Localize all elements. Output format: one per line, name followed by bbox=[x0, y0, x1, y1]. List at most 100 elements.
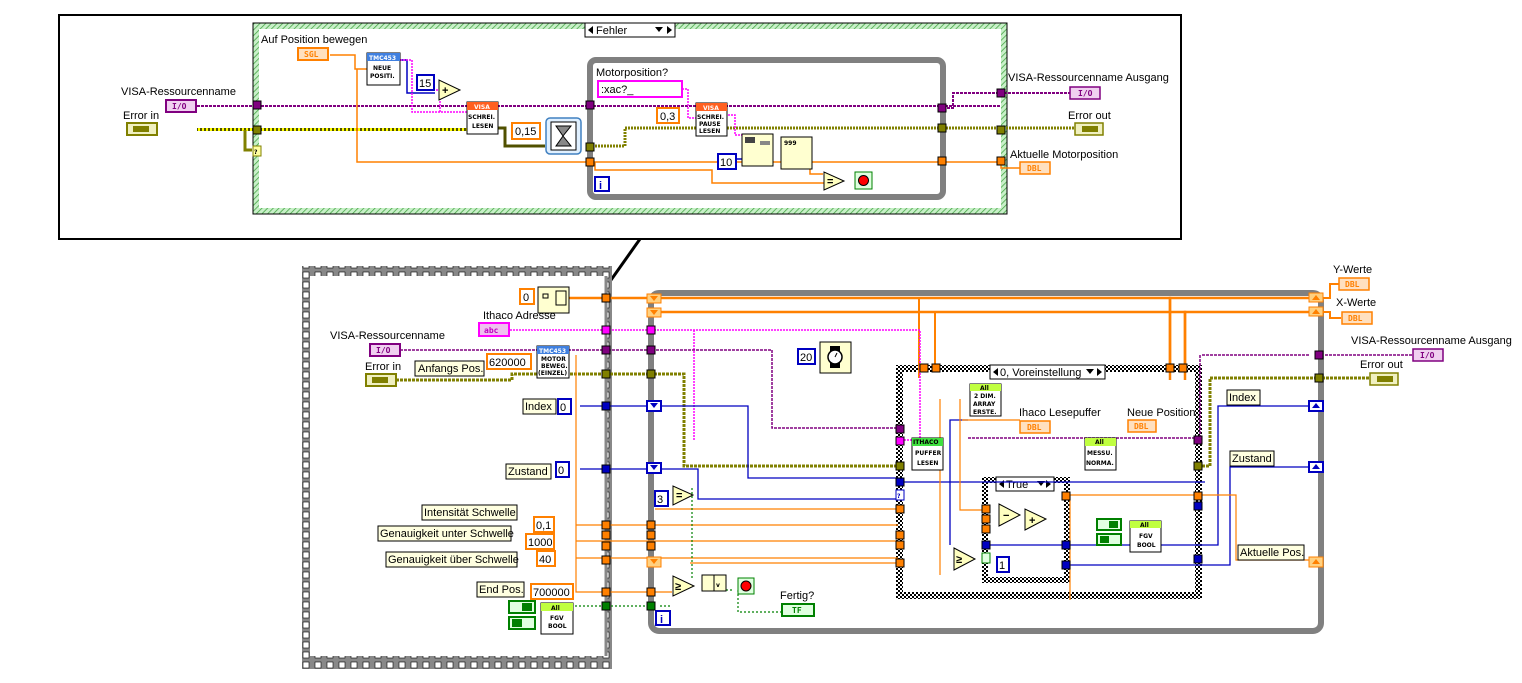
control-visa-in[interactable]: I/O bbox=[165, 99, 197, 113]
svg-text:DBL: DBL bbox=[1027, 164, 1042, 173]
label-y-werte: Y-Werte bbox=[1333, 264, 1372, 276]
subvi-2d-array-erstellen[interactable]: All 2 DIM. ARRAY ERSTE. bbox=[969, 383, 1002, 417]
svg-text:BOOL: BOOL bbox=[548, 623, 567, 630]
constant-index[interactable]: 0 bbox=[557, 398, 572, 415]
main-case-selector[interactable]: 0, Voreinstellung bbox=[989, 364, 1106, 380]
main-loop-iteration-terminal: i bbox=[655, 610, 671, 626]
boolean-false-constant[interactable] bbox=[1096, 518, 1122, 531]
loop-iteration-terminal: i bbox=[594, 176, 610, 192]
svg-text:abc: abc bbox=[484, 326, 499, 335]
svg-text:PUFFER: PUFFER bbox=[915, 450, 942, 457]
or-function-icon: v bbox=[701, 574, 727, 592]
control-main-visa-in[interactable]: I/O bbox=[369, 343, 401, 357]
svg-text:SGL: SGL bbox=[304, 50, 319, 59]
svg-text:All: All bbox=[980, 385, 989, 392]
constant-zero-array[interactable]: 0 bbox=[519, 288, 535, 305]
label-motorposition: Motorposition? bbox=[596, 67, 668, 79]
tunnel bbox=[252, 100, 262, 110]
constant-end-pos[interactable]: 700000 bbox=[530, 583, 574, 600]
free-label-zustand-out: Zustand bbox=[1229, 450, 1275, 467]
free-label-index: Index bbox=[522, 398, 557, 415]
stop-condition-icon[interactable] bbox=[854, 171, 873, 190]
greater-equal-function-icon: ≥ bbox=[672, 575, 696, 597]
chevron-down-icon bbox=[655, 27, 663, 32]
svg-text:I/O: I/O bbox=[376, 346, 391, 355]
subvi-visa-schreiben-pause-lesen[interactable]: VISA SCHREI. PAUSE LESEN bbox=[695, 102, 728, 137]
wait-ms-watch-icon bbox=[819, 341, 852, 374]
detail-case-selector[interactable]: Fehler bbox=[584, 22, 676, 38]
svg-text:v: v bbox=[716, 582, 720, 589]
svg-text:620000: 620000 bbox=[489, 357, 526, 369]
svg-text:1: 1 bbox=[999, 560, 1005, 572]
constant-anfangs-pos[interactable]: 620000 bbox=[486, 353, 532, 370]
svg-text:?: ? bbox=[254, 149, 258, 156]
label-error-out: Error out bbox=[1068, 110, 1111, 122]
svg-text:BEWEG.: BEWEG. bbox=[541, 363, 568, 370]
svg-text:40: 40 bbox=[539, 554, 551, 566]
constant-fifteen[interactable]: 15 bbox=[416, 74, 435, 91]
indicator-neue-position: DBL bbox=[1127, 419, 1157, 433]
constant-wait-ms[interactable]: 20 bbox=[797, 348, 816, 365]
subtract-function-icon: − bbox=[998, 503, 1022, 527]
control-error-in[interactable] bbox=[126, 122, 158, 136]
label-main-error-out: Error out bbox=[1360, 359, 1403, 371]
control-main-error-in[interactable] bbox=[365, 373, 397, 387]
svg-text:0,15: 0,15 bbox=[515, 126, 536, 138]
svg-text:i: i bbox=[660, 614, 663, 626]
svg-text:I/O: I/O bbox=[172, 102, 187, 111]
indicator-y-werte: DBL bbox=[1338, 277, 1370, 291]
subvi-ithaco-puffer-lesen[interactable]: ITHACO PUFFER LESEN bbox=[911, 437, 944, 471]
svg-text:FGV: FGV bbox=[1139, 533, 1153, 540]
boolean-true-constant[interactable] bbox=[1096, 533, 1122, 546]
free-label-aktuelle-pos: Aktuelle Pos. bbox=[1237, 544, 1305, 561]
boolean-true-constant[interactable] bbox=[508, 616, 536, 630]
subvi-motor-bewegen-einzel[interactable]: TMC453 MOTOR BEWEG. (EINZEL) bbox=[536, 345, 570, 379]
constant-ten[interactable]: 10 bbox=[717, 153, 737, 170]
svg-text:VISA: VISA bbox=[703, 105, 719, 112]
svg-text:0: 0 bbox=[523, 292, 529, 304]
inner-case-selector[interactable]: True bbox=[995, 476, 1055, 492]
subvi-messung-normalisieren[interactable]: All MESSU. NORMA. bbox=[1084, 437, 1117, 471]
svg-text:=: = bbox=[827, 176, 833, 188]
initialize-array-function-icon bbox=[537, 286, 570, 314]
free-label-anfangs-pos: Anfangs Pos. bbox=[414, 360, 485, 377]
indicator-x-werte: DBL bbox=[1341, 311, 1373, 325]
svg-text:10: 10 bbox=[720, 157, 732, 169]
label-ithaco-lesepuffer: Ihaco Lesepuffer bbox=[1019, 407, 1101, 419]
label-visa-out: VISA-Ressourcenname Ausgang bbox=[1008, 72, 1169, 84]
svg-text:LESEN: LESEN bbox=[699, 128, 720, 135]
svg-text:Intensität Schwelle: Intensität Schwelle bbox=[424, 507, 516, 519]
constant-pause[interactable]: 0,3 bbox=[656, 107, 680, 124]
inner-case-label: True bbox=[1006, 479, 1028, 491]
constant-command-string[interactable]: :xac?_ bbox=[597, 80, 683, 98]
greater-equal-function-icon: ≥ bbox=[953, 547, 977, 571]
chevron-down-icon bbox=[1086, 369, 1094, 374]
constant-genauigkeit-unter[interactable]: 1000 bbox=[525, 533, 555, 550]
constant-intensitaet[interactable]: 0,1 bbox=[533, 516, 555, 533]
svg-text:DBL: DBL bbox=[1134, 422, 1149, 431]
indicator-error-out bbox=[1074, 122, 1104, 136]
label-main-visa-out: VISA-Ressourcenname Ausgang bbox=[1351, 335, 1512, 347]
control-auf-position-sgl[interactable]: SGL bbox=[297, 47, 329, 61]
constant-zustand[interactable]: 0 bbox=[555, 461, 570, 478]
constant-one[interactable]: 1 bbox=[996, 556, 1010, 573]
subvi-fgv-bool-case[interactable]: All FGV BOOL bbox=[1129, 520, 1162, 553]
svg-text:ITHACO: ITHACO bbox=[913, 439, 939, 446]
boolean-false-constant[interactable] bbox=[508, 600, 536, 614]
constant-three[interactable]: 3 bbox=[654, 490, 669, 507]
main-stop-condition-icon[interactable] bbox=[737, 577, 755, 595]
subvi-fgv-bool-left[interactable]: All FGV BOOL bbox=[540, 602, 574, 635]
label-fertig: Fertig? bbox=[780, 590, 814, 602]
control-ithaco-adresse[interactable]: abc bbox=[478, 322, 510, 337]
svg-text:NORMA.: NORMA. bbox=[1086, 460, 1114, 467]
indicator-main-visa-out: I/O bbox=[1412, 348, 1444, 362]
subvi-neue-position[interactable]: TMC453 NEUE POSITI. bbox=[366, 52, 401, 86]
svg-text:Zustand: Zustand bbox=[508, 466, 548, 478]
svg-text:All: All bbox=[1095, 439, 1104, 446]
subvi-visa-schreiben-lesen[interactable]: VISA SCHREI. LESEN bbox=[466, 101, 499, 135]
constant-genauigkeit-ueber[interactable]: 40 bbox=[536, 550, 556, 567]
free-label-genauigkeit-unter: Genauigkeit unter Schwelle bbox=[377, 525, 514, 542]
wire-error bbox=[197, 128, 257, 131]
constant-delay[interactable]: 0,15 bbox=[511, 122, 541, 140]
svg-text:3: 3 bbox=[657, 494, 663, 506]
